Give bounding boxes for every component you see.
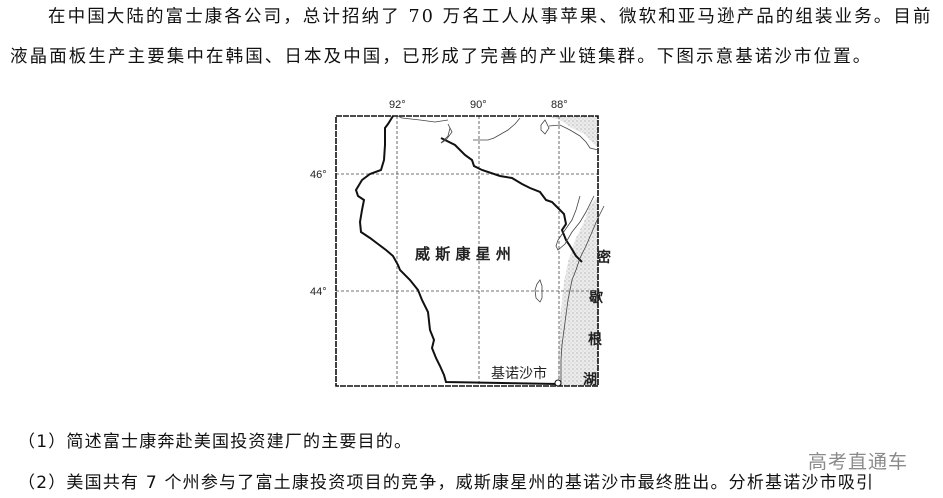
intro-paragraph-line-1: 在中国大陆的富士康各公司，总计招纳了 70 万名工人从事苹果、微软和亚马逊产品的…	[48, 7, 933, 27]
lake-label-char-3: 根	[588, 331, 603, 348]
longitude-label-90: 90°	[470, 99, 487, 111]
lake-superior-area	[545, 116, 598, 148]
state-label-wisconsin: 威 斯 康 星 州	[415, 245, 511, 263]
longitude-label-92: 92°	[389, 99, 406, 111]
kenosha-location-map: 92° 90° 88° 46° 44° 威 斯 康 星 州 基诺沙市 密 歇 根…	[300, 90, 630, 400]
coastlines	[397, 115, 605, 386]
lake-label-char-4: 湖	[583, 372, 597, 388]
wisconsin-border	[354, 115, 559, 385]
watermark: 高考直通车	[808, 451, 909, 473]
graticule	[336, 116, 598, 386]
map-frame	[335, 115, 599, 387]
kenosha-city-marker	[554, 379, 562, 387]
lake-michigan-label: 密 歇 根 湖	[583, 249, 611, 388]
lake-label-char-1: 密	[596, 249, 611, 266]
intro-paragraph-line-2: 液晶面板生产主要集中在韩国、日本及中国，已形成了完善的产业链集群。下图示意基诺沙…	[10, 47, 873, 67]
question-2: （2）美国共有 7 个州参与了富土康投资项目的竞争，威斯康星州的基诺沙市最终胜出…	[18, 473, 875, 493]
upper-peninsula-border	[440, 137, 583, 263]
latitude-label-46: 46°	[310, 169, 327, 181]
latitude-label-44: 44°	[310, 286, 327, 298]
question-1: （1）简述富士康奔赴美国投资建厂的主要目的。	[18, 432, 413, 452]
city-label-kenosha: 基诺沙市	[491, 365, 547, 382]
longitude-label-88: 88°	[551, 99, 568, 111]
lake-label-char-2: 歇	[588, 289, 603, 306]
